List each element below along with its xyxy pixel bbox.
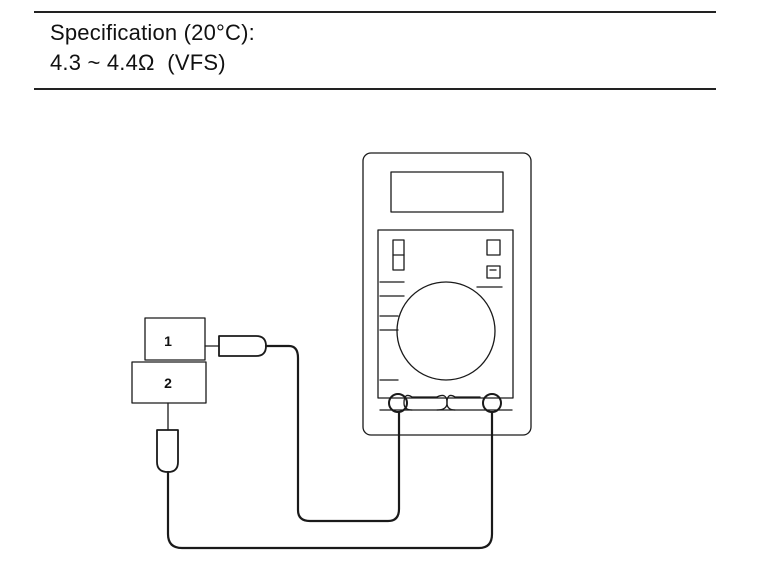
multimeter-body — [362, 152, 532, 436]
multimeter-left-buttons — [379, 239, 405, 381]
specification-title: Specification (20°C): — [50, 20, 255, 45]
probe-2 — [156, 429, 179, 473]
terminal-2-label: 2 — [164, 375, 172, 391]
bottom-rule — [34, 88, 716, 90]
probe-1 — [218, 335, 267, 357]
terminal-1-block — [144, 317, 206, 361]
multimeter — [362, 152, 532, 436]
test-lead-terminal-1-to-com — [264, 344, 401, 523]
sensor-connector — [131, 317, 220, 431]
multimeter-rotary-dial — [396, 281, 496, 381]
multimeter-control-panel — [377, 229, 514, 399]
multimeter-right-buttons — [476, 239, 503, 288]
terminal-1-label: 1 — [164, 333, 172, 349]
multimeter-display — [390, 171, 504, 213]
multimeter-jack-row — [379, 394, 513, 411]
top-rule — [34, 11, 716, 13]
specification-value: 4.3 ~ 4.4Ω (VFS) — [50, 50, 226, 75]
multimeter-v-ohm-jack — [482, 393, 502, 413]
terminal-2-block — [131, 361, 207, 404]
test-lead-terminal-2-to-v-ohm — [166, 410, 494, 550]
